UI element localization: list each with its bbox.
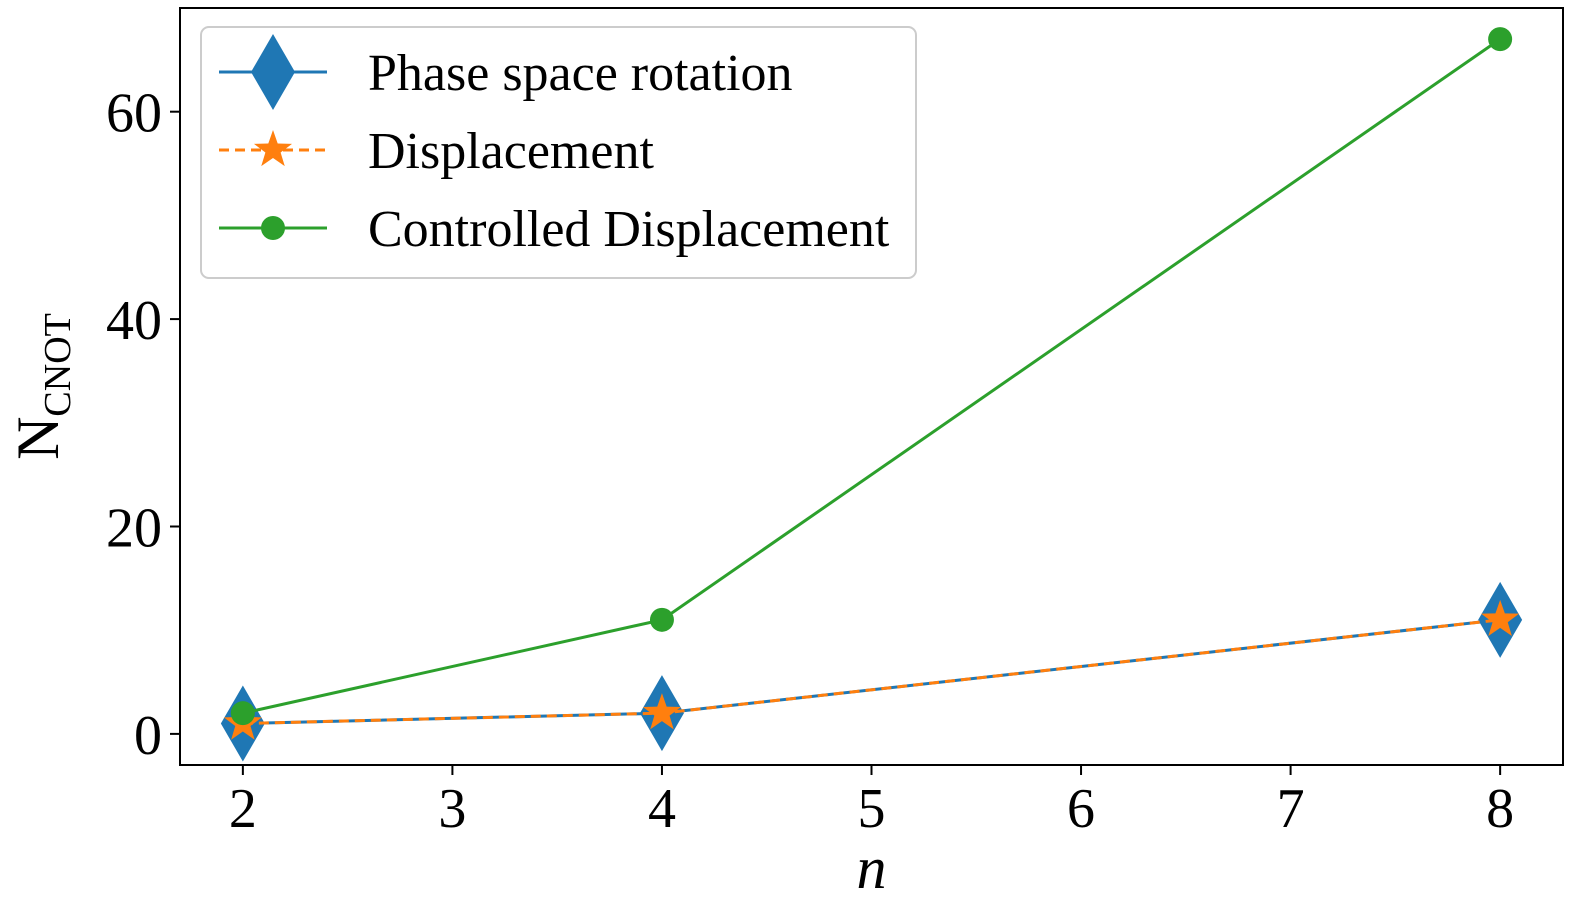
y-axis: 0 20 40 60 bbox=[106, 83, 180, 767]
series-3-point bbox=[649, 607, 674, 632]
y-tick-label: 20 bbox=[106, 497, 162, 559]
series-2-point bbox=[1481, 599, 1520, 636]
legend-label: Phase space rotation bbox=[368, 45, 793, 102]
series-3-point bbox=[230, 701, 255, 726]
x-tick-label: 3 bbox=[438, 778, 466, 840]
y-tick-label: 60 bbox=[106, 83, 162, 145]
series-3-point bbox=[1488, 27, 1513, 52]
x-tick-label: 7 bbox=[1277, 778, 1305, 840]
legend-label: Displacement bbox=[368, 123, 654, 180]
x-tick-label: 8 bbox=[1486, 778, 1514, 840]
legend: Phase space rotationDisplacementControll… bbox=[200, 26, 917, 279]
x-axis: 2 3 4 5 6 7 8 bbox=[229, 765, 1514, 840]
x-axis-label: n bbox=[857, 835, 887, 901]
y-axis-label-subscript: CNOT bbox=[37, 313, 79, 416]
legend-box bbox=[200, 26, 917, 279]
y-tick-label: 40 bbox=[106, 290, 162, 352]
y-tick-label: 0 bbox=[134, 705, 162, 767]
legend-label: Controlled Displacement bbox=[368, 201, 890, 258]
legend-marker bbox=[261, 216, 285, 240]
x-tick-label: 2 bbox=[229, 778, 257, 840]
series-2-point bbox=[642, 693, 681, 730]
x-tick-label: 4 bbox=[648, 778, 676, 840]
legend-marker bbox=[251, 34, 295, 110]
legend-marker bbox=[253, 130, 293, 167]
y-axis-label-main: N bbox=[5, 417, 71, 460]
y-axis-label: NCNOT bbox=[5, 313, 79, 460]
x-tick-label: 6 bbox=[1067, 778, 1095, 840]
x-tick-label: 5 bbox=[858, 778, 886, 840]
series-layer bbox=[220, 27, 1523, 762]
